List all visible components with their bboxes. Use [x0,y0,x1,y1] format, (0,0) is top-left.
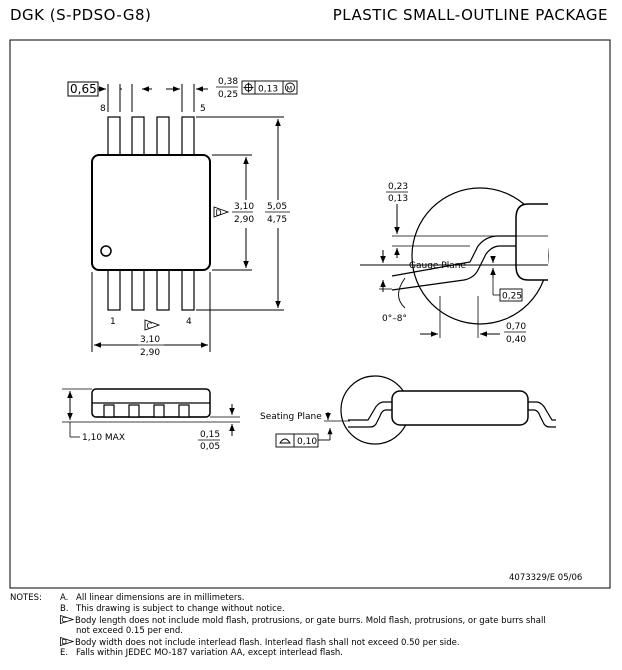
package-name: PLASTIC SMALL-OUTLINE PACKAGE [332,6,608,24]
pin-8-label: 8 [100,104,106,114]
flatness-value: 0,10 [297,437,317,447]
seating-detail [340,375,556,445]
standoff-max: 0,15 [200,430,220,440]
position-tolerance-value: 0,13 [258,85,278,95]
overall-length-min: 4,75 [267,215,287,225]
note-c-cont: not exceed 0.15 per end. [76,626,183,636]
note-d-callout [213,206,230,218]
package-body [91,154,211,271]
note-d: D Body width does not include interlead … [60,637,460,648]
note-a: A.All linear dimensions are in millimete… [60,593,245,603]
body-length-max: 3,10 [234,202,254,212]
note-b: B.This drawing is subject to change with… [60,604,285,614]
lead-thickness-max: 0,23 [388,182,408,192]
gauge-dimension: 0,25 [502,292,522,302]
foot-length-min: 0,40 [506,335,526,345]
notes-label: NOTES: [10,593,42,603]
pin-1-label: 1 [110,317,116,327]
svg-text:C: C [62,616,67,624]
gauge-dim-box [499,288,523,302]
body-length-min: 2,90 [234,215,254,225]
side-view [91,388,211,418]
package-code: DGK (S-PDSO-G8) [10,6,152,24]
pin-5-label: 5 [200,104,206,114]
lead-detail [360,187,549,325]
lead-thickness-min: 0,13 [388,194,408,204]
top-view [91,116,211,311]
position-tolerance-frame [241,80,298,95]
body-width-max: 3,10 [140,335,160,345]
standoff-min: 0,05 [200,442,220,452]
svg-text:D: D [62,638,67,646]
pin1-marker [100,245,112,257]
note-c-triangle-icon: C [60,615,75,624]
foot-length-max: 0,70 [506,322,526,332]
body-width-min: 2,90 [140,348,160,358]
lead-angle: 0°–8° [382,314,407,324]
lead-width-min: 0,25 [218,90,238,100]
note-e: E.Falls within JEDEC MO-187 variation AA… [60,648,343,658]
overall-length-max: 5,05 [267,202,287,212]
note-d-letter: D [216,209,222,218]
position-tolerance-icon: M [287,85,293,93]
lead-width-max: 0,38 [218,77,238,87]
gauge-plane-label: Gauge Plane [409,261,466,271]
package-height: 1,10 MAX [82,433,125,443]
note-d-triangle-icon: D [60,637,75,646]
note-c-letter: C [147,322,153,331]
pin-4-label: 4 [186,317,192,327]
seating-plane-label: Seating Plane [260,412,322,422]
note-c-callout [144,319,161,331]
pitch-value: 0,65 [70,82,97,96]
pitch-dimension [67,81,208,112]
drawing-number: 4073329/E 05/06 [509,573,582,583]
note-c: C Body length does not include mold flas… [60,615,546,626]
drawing-frame [9,39,611,589]
flatness-frame [275,428,333,448]
